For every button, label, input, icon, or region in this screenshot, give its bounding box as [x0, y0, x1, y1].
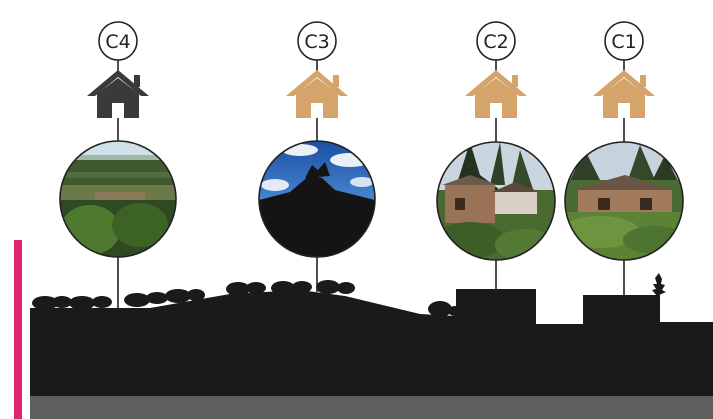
accent-bar: [14, 240, 22, 419]
label-c2: C2: [483, 31, 508, 53]
label-c4: C4: [105, 31, 130, 53]
label-circle-c3: [297, 21, 337, 61]
house-icon-c3: [286, 70, 348, 118]
photo-c2: [437, 142, 555, 260]
label-circle-c2: [476, 21, 516, 61]
photo-c3: [259, 141, 375, 257]
label-circle-c4: [98, 21, 138, 61]
photo-c1: [565, 142, 683, 260]
house-c3: C3: [258, 21, 376, 258]
house-icon-c4: [87, 70, 149, 118]
label-c3: C3: [304, 31, 329, 53]
house-icon-c2: [465, 70, 527, 118]
house-icon-c1: [593, 70, 655, 118]
ground-base: [30, 395, 713, 419]
label-c1: C1: [611, 31, 636, 53]
label-circle-c1: [604, 21, 644, 61]
shrubs: [32, 273, 666, 317]
house-c2: C2: [436, 21, 556, 261]
terrain-silhouette: [30, 289, 713, 396]
